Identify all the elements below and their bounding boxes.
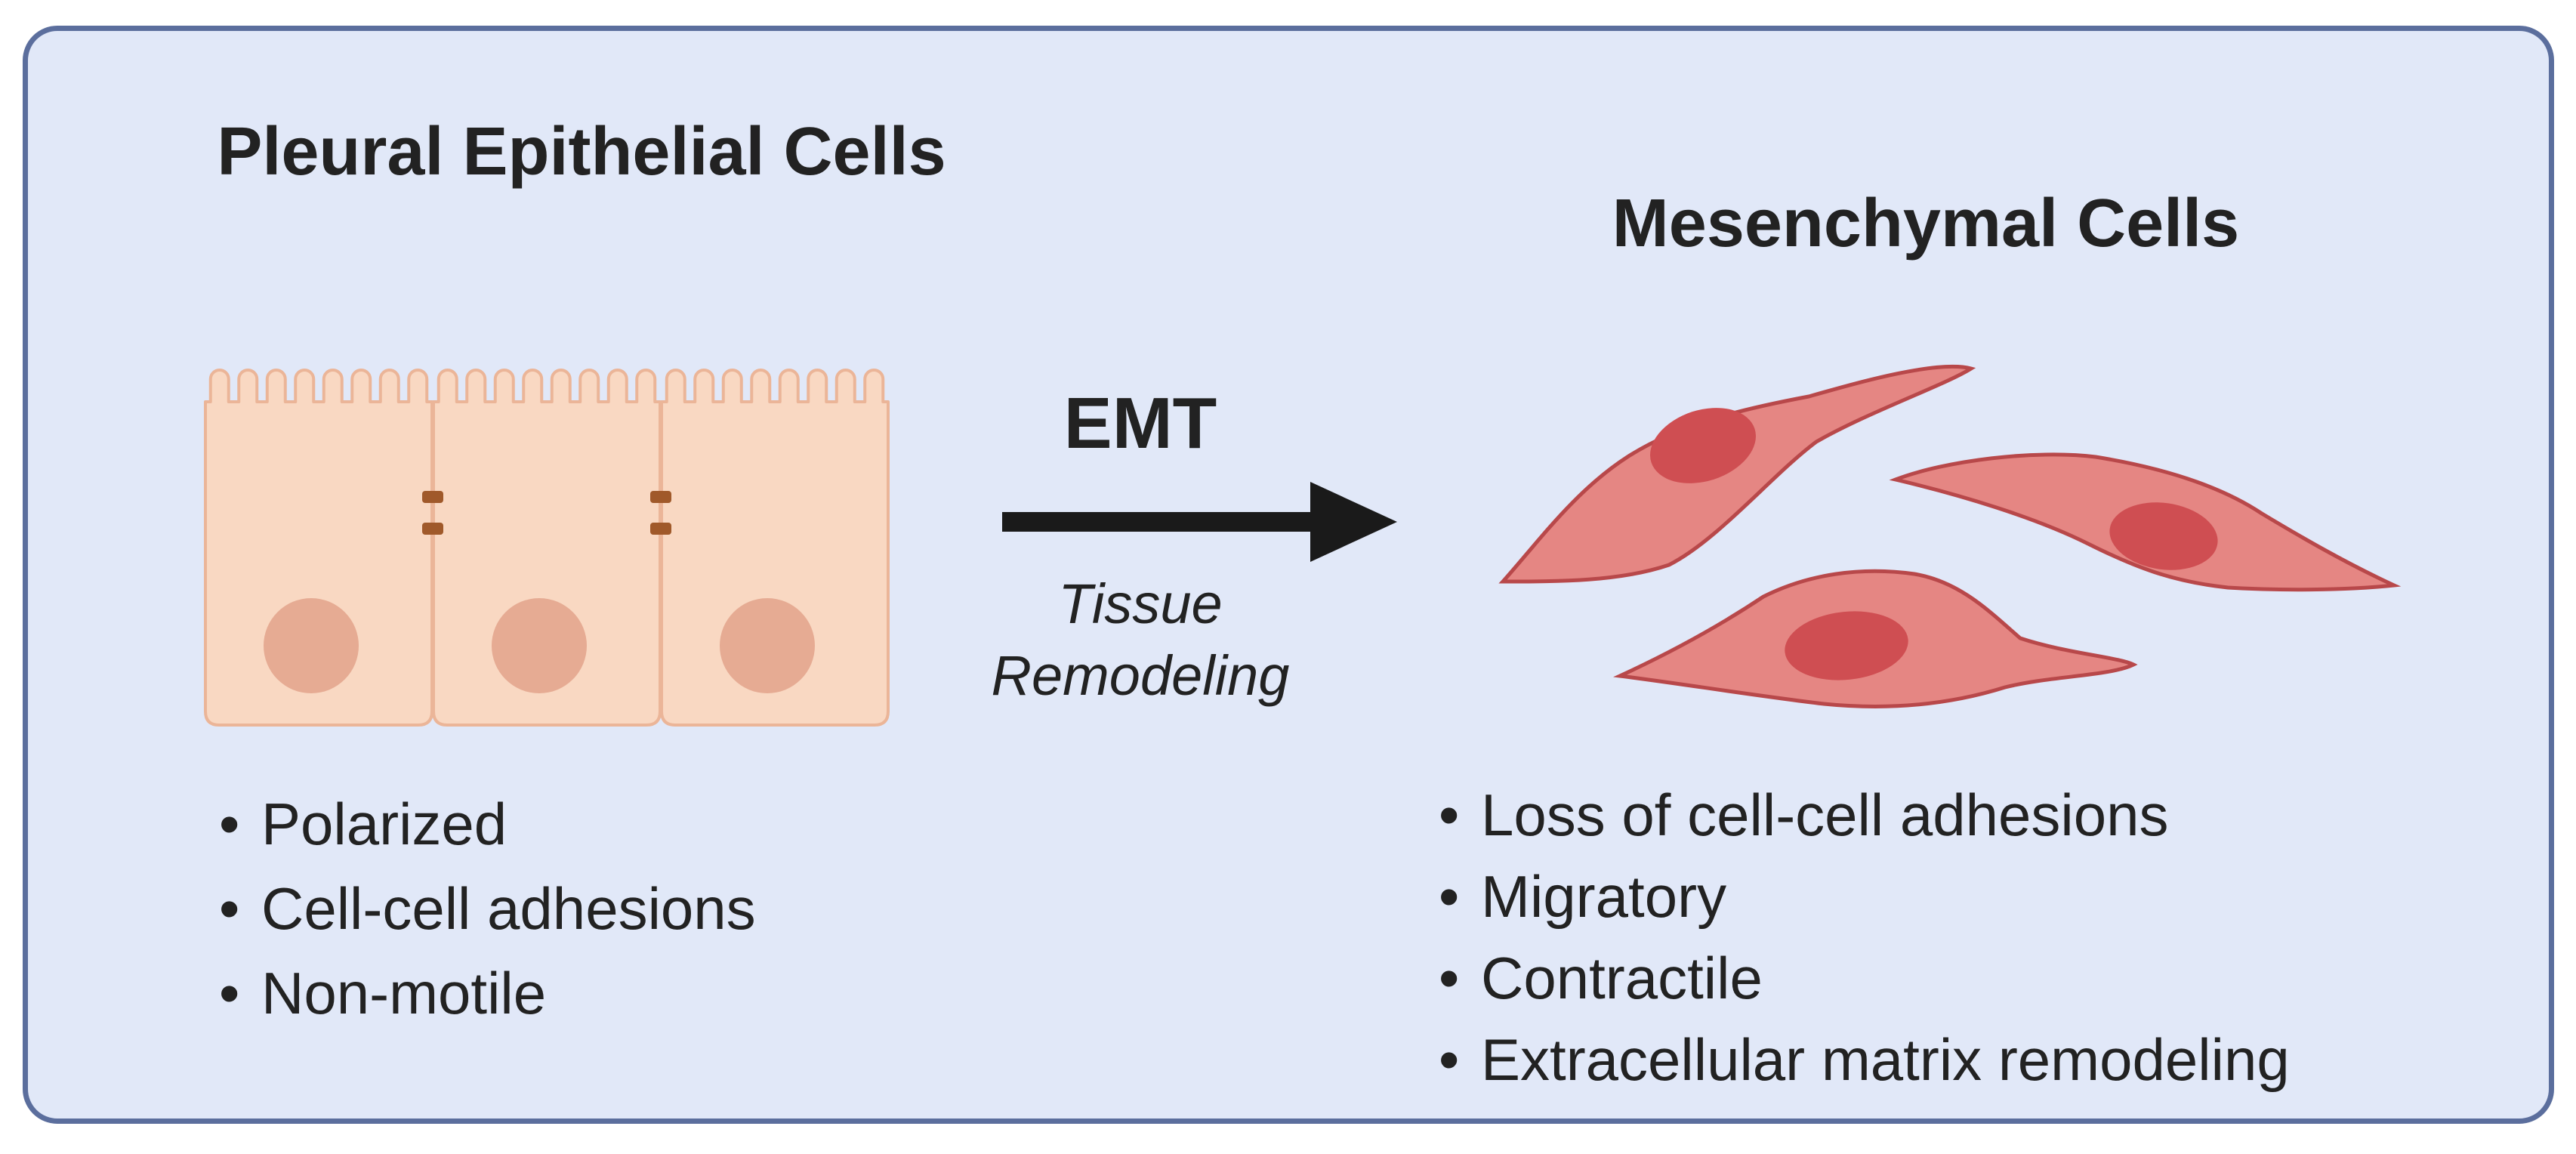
epithelial-properties-list: • Polarized • Cell-cell adhesions • Non-mot… [219,782,756,1035]
mesenchymal-cell [1889,452,2402,592]
epithelial-property-item: • Polarized [219,782,756,866]
arrow-sublabel-line: Tissue [1058,572,1223,635]
epithelial-cell-body [204,369,433,727]
arrow-head [1310,482,1397,562]
epithelial-property-item: • Non-motile [219,951,756,1035]
mesenchymal-property-item: • Extracellular matrix remodeling [1439,1019,2290,1100]
bullet: • [219,960,240,1026]
mesenchymal-property-text: Migratory [1481,863,1727,930]
epithelial-cell-body [432,369,662,727]
epithelial-property-item: • Cell-cell adhesions [219,866,756,951]
epithelial-cell [432,369,662,727]
mesenchymal-properties-list: •Loss of cell-cell adhesions •Migratory … [1439,774,2290,1100]
epithelial-nucleus [264,598,359,693]
bullet: • [219,875,240,942]
mesenchymal-property-text: Extracellular matrix remodeling [1481,1026,2290,1093]
epithelial-property-text: Polarized [261,791,507,857]
mesenchymal-title: Mesenchymal Cells [1612,186,2240,261]
mesenchymal-property-item: • Migratory [1439,856,2290,937]
bullet: • [1439,1026,1460,1093]
epithelial-nucleus [492,598,587,693]
bullet: • [1439,782,1460,848]
mesenchymal-cell [1498,364,1976,584]
cell-junction [422,523,443,535]
bullet: • [219,791,240,857]
epithelial-cell [204,369,433,727]
mesenchymal-property-text: Contractile [1481,945,1763,1011]
mesenchymal-property-item: • Loss of cell-cell adhesions [1439,774,2290,856]
cell-junction [650,523,671,535]
mesenchymal-property-text: Loss of cell-cell adhesions [1481,782,2169,848]
mesenchymal-cells-icon [1498,364,2402,708]
bullet: • [1439,863,1460,930]
epithelial-cell-layer-icon [204,369,890,727]
arrow-shaft [1002,512,1319,532]
cell-junction [650,491,671,503]
epithelial-cell-body [660,369,890,727]
epithelial-property-text: Non-motile [261,960,547,1026]
mesenchymal-property-item: • Contractile [1439,937,2290,1019]
right-arrow-icon [1002,482,1397,562]
bullet: • [1439,945,1460,1011]
epithelial-cell [660,369,890,727]
emt-label: EMT [1063,383,1217,464]
epithelial-title: Pleural Epithelial Cells [217,114,946,190]
epithelial-property-text: Cell-cell adhesions [261,875,756,942]
tissue-remodeling-label: Tissue Remodeling [944,568,1337,711]
mesenchymal-cell [1613,569,2138,708]
arrow-sublabel-line: Remodeling [991,644,1290,707]
epithelial-nucleus [720,598,815,693]
cell-junction [422,491,443,503]
